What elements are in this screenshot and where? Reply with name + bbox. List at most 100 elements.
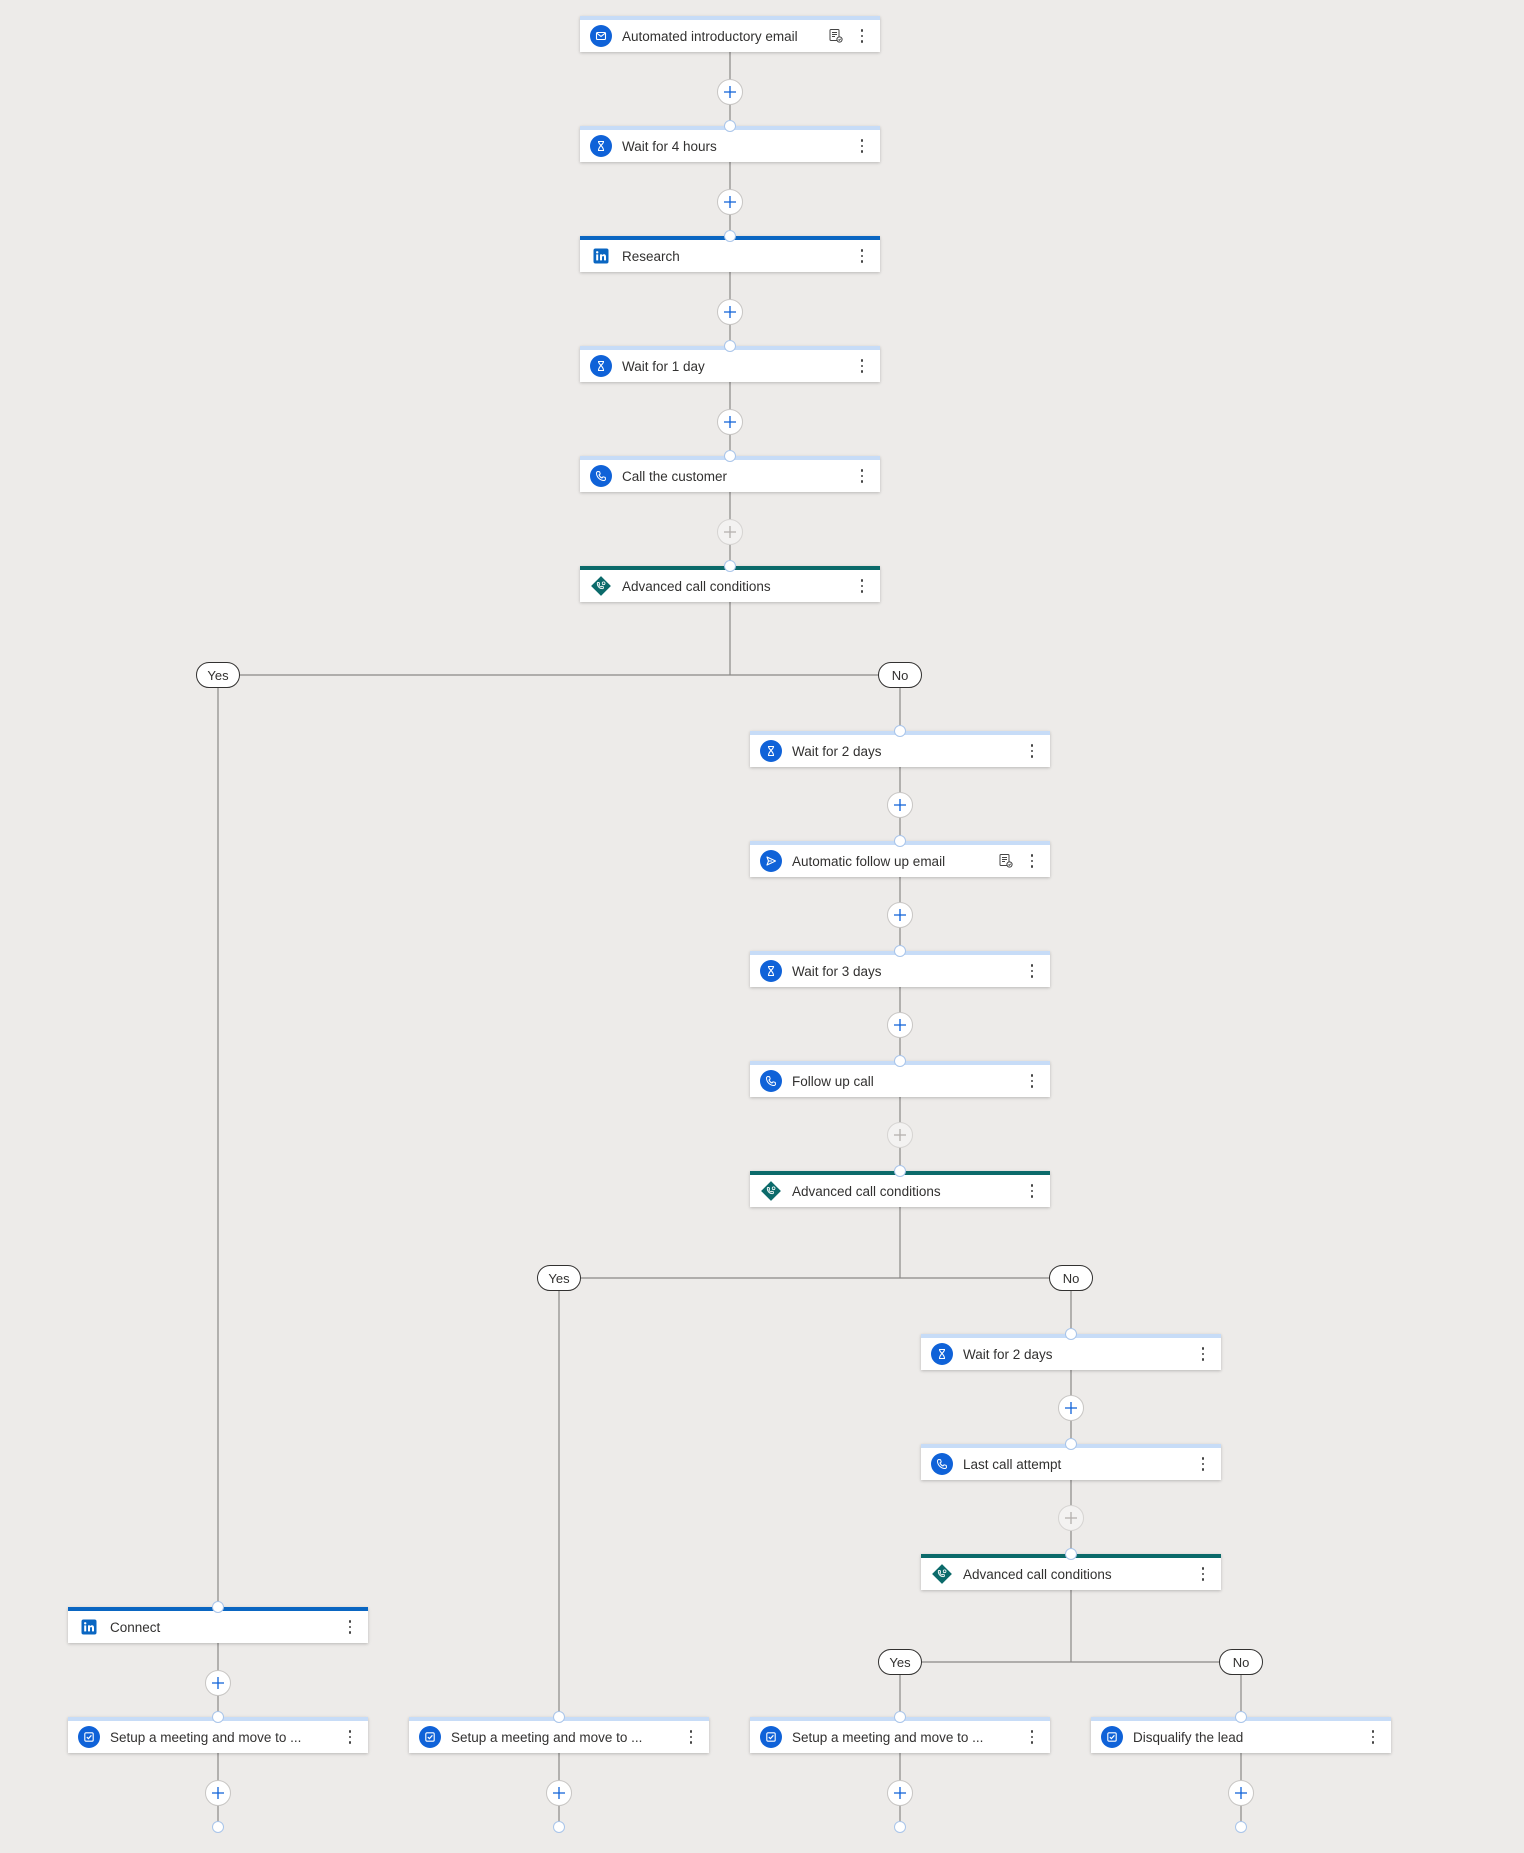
add-step-button[interactable] xyxy=(717,79,743,105)
more-options-icon[interactable] xyxy=(1193,1561,1213,1587)
step-label: Advanced call conditions xyxy=(622,578,771,594)
add-step-button[interactable] xyxy=(887,902,913,928)
more-options-icon[interactable] xyxy=(681,1724,701,1750)
call-condition-icon xyxy=(931,1563,953,1585)
connector-dot xyxy=(724,560,736,572)
more-options-icon[interactable] xyxy=(340,1614,360,1640)
plus-icon xyxy=(724,306,736,318)
step-card-s16[interactable]: Setup a meeting and move to ... xyxy=(68,1717,368,1753)
step-label: Wait for 3 days xyxy=(792,963,882,979)
plus-icon xyxy=(212,1677,224,1689)
step-label: Wait for 1 day xyxy=(622,358,705,374)
email-icon xyxy=(590,25,612,47)
add-step-button[interactable] xyxy=(887,792,913,818)
plus-icon xyxy=(724,526,736,538)
email-template-icon[interactable] xyxy=(826,26,846,46)
hourglass-icon xyxy=(931,1343,953,1365)
more-options-icon[interactable] xyxy=(1022,738,1042,764)
connector-dot xyxy=(1235,1711,1247,1723)
plus-icon xyxy=(553,1787,565,1799)
more-options-icon[interactable] xyxy=(1193,1451,1213,1477)
phone-icon xyxy=(760,1070,782,1092)
step-label: Wait for 2 days xyxy=(792,743,882,759)
branch-yes-b3[interactable]: Yes xyxy=(537,1265,581,1291)
step-label: Automatic follow up email xyxy=(792,853,946,869)
checkbox-task-icon xyxy=(78,1726,100,1748)
plus-icon xyxy=(212,1787,224,1799)
add-step-button[interactable] xyxy=(205,1670,231,1696)
email-template-icon[interactable] xyxy=(996,851,1016,871)
more-options-icon[interactable] xyxy=(1022,1178,1042,1204)
connector-dot xyxy=(894,725,906,737)
step-card-s18[interactable]: Setup a meeting and move to ... xyxy=(750,1717,1050,1753)
more-options-icon[interactable] xyxy=(852,573,872,599)
connector-dot xyxy=(212,1821,224,1833)
add-step-button-disabled xyxy=(1058,1505,1084,1531)
hourglass-icon xyxy=(760,740,782,762)
connector-dot xyxy=(1065,1438,1077,1450)
step-label: Wait for 2 days xyxy=(963,1346,1053,1362)
more-options-icon[interactable] xyxy=(852,463,872,489)
plus-icon xyxy=(894,1129,906,1141)
add-step-button[interactable] xyxy=(887,1780,913,1806)
connector-dot xyxy=(553,1821,565,1833)
connector-dot xyxy=(894,945,906,957)
plus-icon xyxy=(894,1019,906,1031)
add-step-button[interactable] xyxy=(1058,1395,1084,1421)
branch-no-b4[interactable]: No xyxy=(1049,1265,1093,1291)
more-options-icon[interactable] xyxy=(852,353,872,379)
checkbox-task-icon xyxy=(419,1726,441,1748)
step-label: Disqualify the lead xyxy=(1133,1729,1244,1745)
step-label: Advanced call conditions xyxy=(792,1183,941,1199)
add-step-button[interactable] xyxy=(546,1780,572,1806)
step-card-s13[interactable]: Last call attempt xyxy=(921,1444,1221,1480)
plus-icon xyxy=(724,196,736,208)
connector-dot xyxy=(1065,1328,1077,1340)
plus-icon xyxy=(1065,1402,1077,1414)
connector-dot xyxy=(894,1165,906,1177)
more-options-icon[interactable] xyxy=(852,243,872,269)
more-options-icon[interactable] xyxy=(852,133,872,159)
more-options-icon[interactable] xyxy=(1022,1068,1042,1094)
connector-dot xyxy=(894,1821,906,1833)
connector-dot xyxy=(894,1711,906,1723)
more-options-icon[interactable] xyxy=(1022,848,1042,874)
more-options-icon[interactable] xyxy=(1363,1724,1383,1750)
connector-dot xyxy=(212,1711,224,1723)
add-step-button[interactable] xyxy=(717,409,743,435)
more-options-icon[interactable] xyxy=(340,1724,360,1750)
add-step-button[interactable] xyxy=(205,1780,231,1806)
add-step-button[interactable] xyxy=(887,1012,913,1038)
add-step-button[interactable] xyxy=(717,189,743,215)
plus-icon xyxy=(1235,1787,1247,1799)
step-label: Follow up call xyxy=(792,1073,874,1089)
send-icon xyxy=(760,850,782,872)
more-options-icon[interactable] xyxy=(852,23,872,49)
add-step-button[interactable] xyxy=(717,299,743,325)
more-options-icon[interactable] xyxy=(1022,958,1042,984)
step-card-s12[interactable]: Wait for 2 days xyxy=(921,1334,1221,1370)
branch-no-b6[interactable]: No xyxy=(1219,1649,1263,1675)
step-card-s9[interactable]: Wait for 3 days xyxy=(750,951,1050,987)
branch-yes-b5[interactable]: Yes xyxy=(878,1649,922,1675)
branch-no-b2[interactable]: No xyxy=(878,662,922,688)
step-label: Connect xyxy=(110,1619,161,1635)
step-label: Setup a meeting and move to ... xyxy=(110,1729,302,1745)
connector-dot xyxy=(1235,1821,1247,1833)
plus-icon xyxy=(894,799,906,811)
more-options-icon[interactable] xyxy=(1022,1724,1042,1750)
more-options-icon[interactable] xyxy=(1193,1341,1213,1367)
step-card-s14[interactable]: Advanced call conditions xyxy=(921,1554,1221,1590)
plus-icon xyxy=(1065,1512,1077,1524)
phone-icon xyxy=(590,465,612,487)
add-step-button[interactable] xyxy=(1228,1780,1254,1806)
step-card-s1[interactable]: Automated introductory email xyxy=(580,16,880,52)
step-card-s17[interactable]: Setup a meeting and move to ... xyxy=(409,1717,709,1753)
connector-dot xyxy=(894,835,906,847)
step-card-s6[interactable]: Advanced call conditions xyxy=(580,566,880,602)
connector-dot xyxy=(724,120,736,132)
branch-yes-b1[interactable]: Yes xyxy=(196,662,240,688)
plus-icon xyxy=(894,909,906,921)
